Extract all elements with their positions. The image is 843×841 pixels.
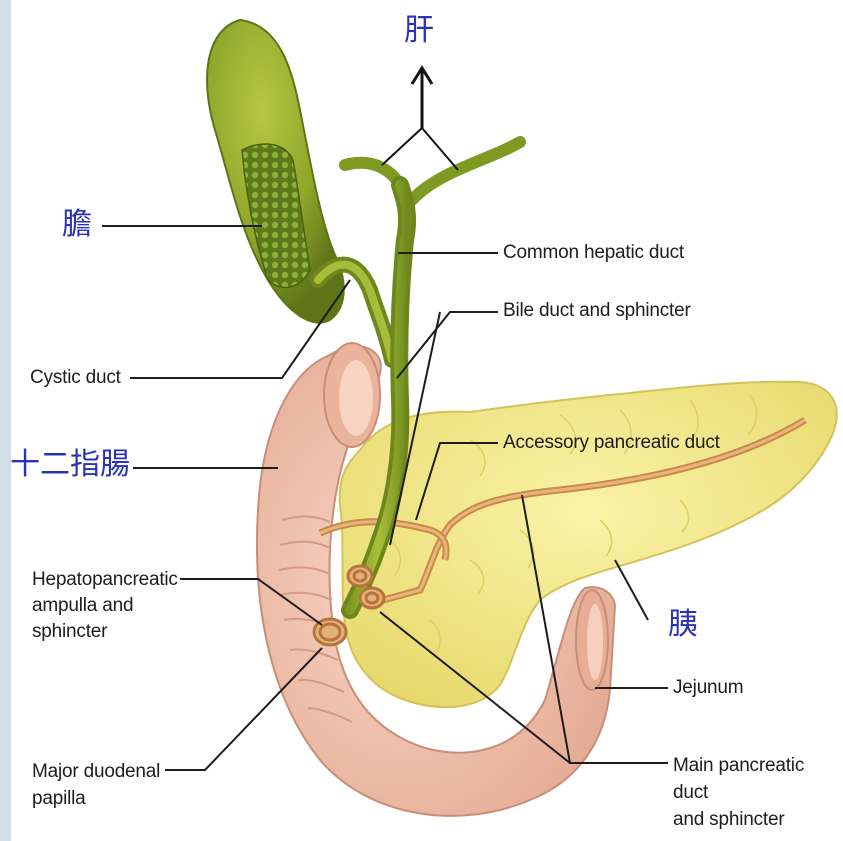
label-gallbladder: 膽 <box>62 208 92 242</box>
label-duodenum: 十二指腸 <box>10 448 130 482</box>
label-accessory-pancreatic-duct: Accessory pancreatic duct <box>503 432 720 454</box>
label-pancreas: 胰 <box>668 608 698 642</box>
label-liver: 肝 <box>404 14 434 48</box>
label-main-pancreatic-duct: Main pancreatic duct and sphincter <box>673 752 843 833</box>
label-jejunum: Jejunum <box>673 677 743 699</box>
label-common-hepatic-duct: Common hepatic duct <box>503 242 684 264</box>
liver-arrow <box>382 68 458 170</box>
label-bile-duct: Bile duct and sphincter <box>503 300 691 322</box>
label-cystic-duct: Cystic duct <box>30 367 121 389</box>
label-major-duodenal-papilla: Major duodenal papilla <box>32 758 160 812</box>
label-hepatopancreatic-ampulla: Hepatopancreatic ampulla and sphincter <box>32 567 178 645</box>
